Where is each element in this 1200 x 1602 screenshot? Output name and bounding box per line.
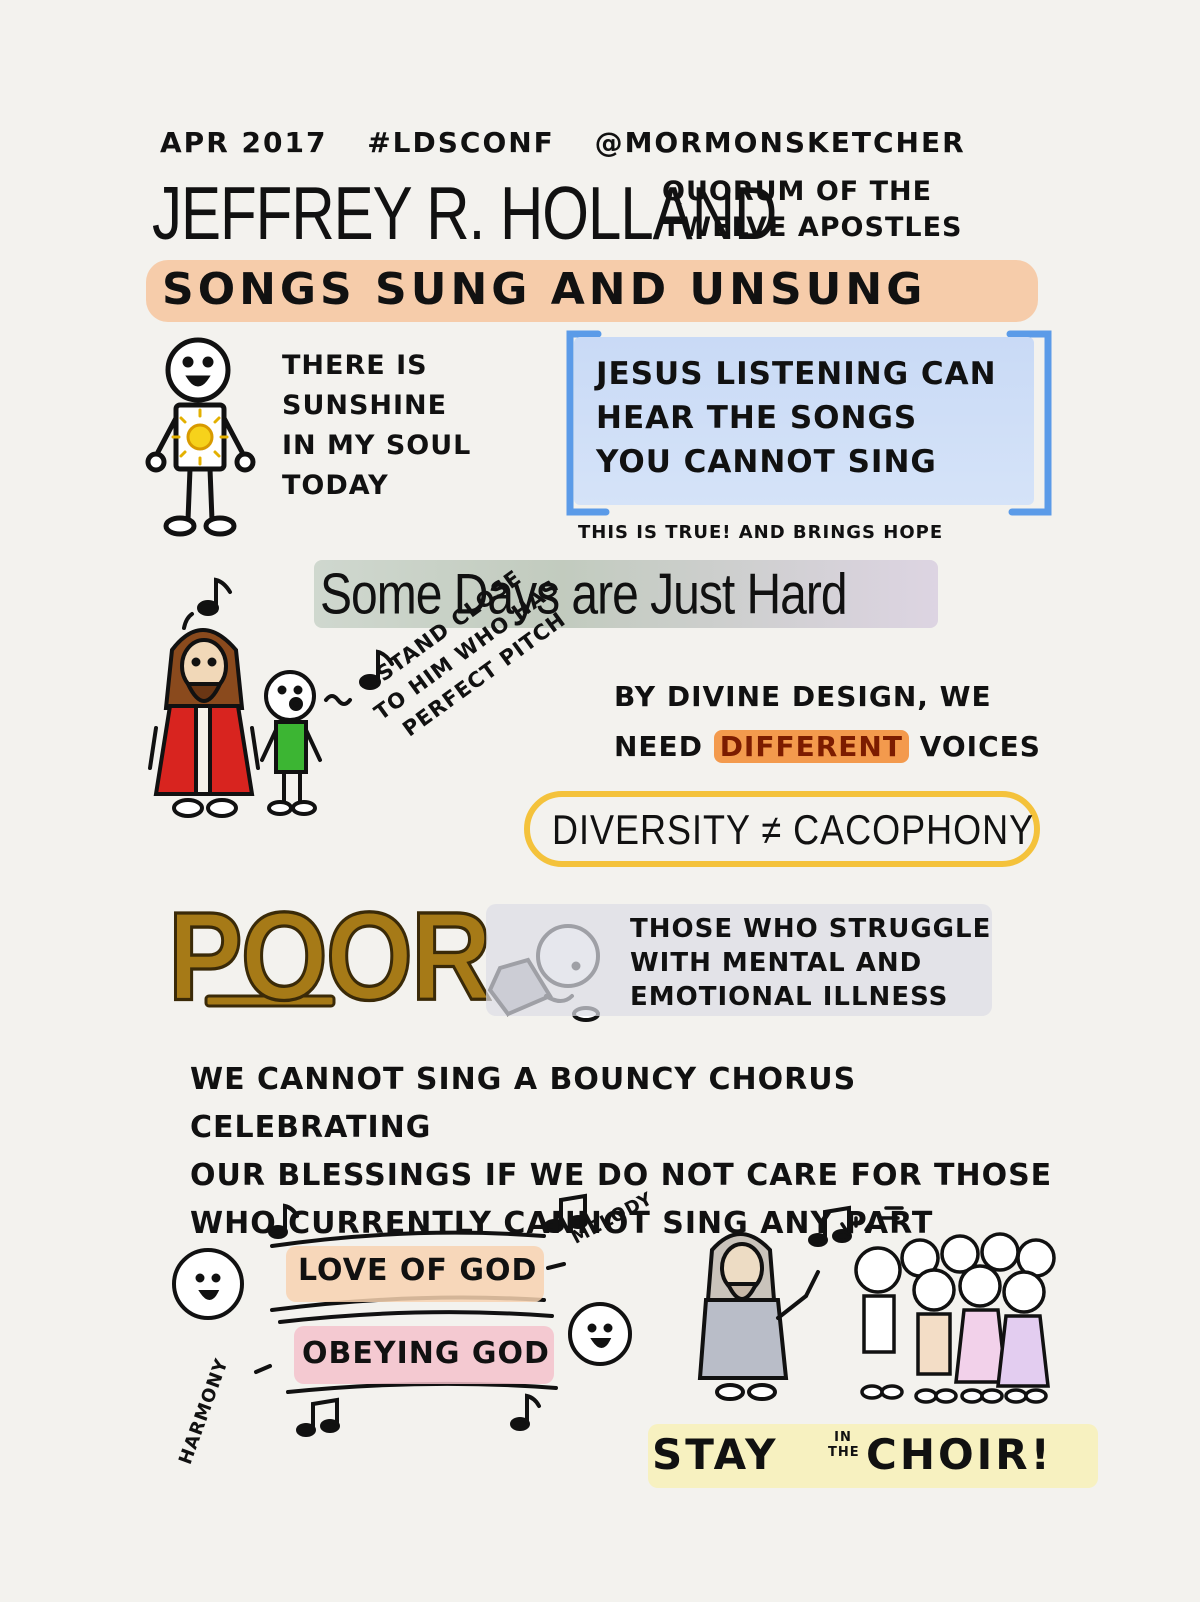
sun-icon bbox=[171, 408, 229, 466]
sunshine-line2: SUNSHINE bbox=[282, 390, 448, 421]
poor-heading: POOR bbox=[167, 885, 494, 1028]
diversity-text: DIVERSITY ≠ CACOPHONY bbox=[552, 806, 1035, 854]
speaker-role-line2: TWELVE APOSTLES bbox=[662, 212, 963, 243]
love-of-god-label: LOVE OF GOD bbox=[298, 1253, 538, 1288]
quote-line2: HEAR THE SONGS bbox=[596, 400, 918, 436]
choir-group-icon bbox=[840, 1206, 1056, 1404]
quote-text: JESUS LISTENING CAN HEAR THE SONGS YOU C… bbox=[596, 352, 1026, 484]
diversity-box bbox=[524, 791, 1040, 867]
struggle-text: THOSE WHO STRUGGLE WITH MENTAL AND EMOTI… bbox=[630, 912, 1010, 1014]
singing-child-icon bbox=[260, 670, 352, 816]
header-handle: @MORMONSKETCHER bbox=[594, 126, 966, 159]
chorus-line2: OUR BLESSINGS IF WE DO NOT CARE FOR THOS… bbox=[190, 1158, 1053, 1193]
quote-box bbox=[574, 337, 1034, 505]
quote-line1: JESUS LISTENING CAN bbox=[596, 356, 997, 392]
talk-title: SONGS SUNG AND UNSUNG bbox=[162, 264, 927, 315]
music-note-icon bbox=[182, 577, 852, 1437]
jesus-figure-icon bbox=[148, 628, 260, 818]
chorus-line1: WE CANNOT SING A BOUNCY CHORUS CELEBRATI… bbox=[190, 1062, 857, 1145]
voices-word: VOICES bbox=[919, 730, 1041, 763]
choir-in-the: IN THE bbox=[828, 1430, 860, 1460]
choir-in-word: IN bbox=[834, 1430, 852, 1445]
struggle-line3: EMOTIONAL ILLNESS bbox=[630, 982, 949, 1012]
speaker-role-line1: QUORUM OF THE bbox=[662, 176, 933, 207]
divine-design-line2: NEED DIFFERENT VOICES bbox=[614, 722, 1054, 772]
obeying-god-highlight bbox=[294, 1326, 554, 1384]
struggle-highlight bbox=[486, 904, 992, 1016]
choir-stay-word: STAY bbox=[652, 1430, 779, 1479]
divine-design-line1: BY DIVINE DESIGN, WE bbox=[614, 680, 992, 713]
speaker-role: QUORUM OF THE TWELVE APOSTLES bbox=[662, 174, 1022, 246]
chorus-text: WE CANNOT SING A BOUNCY CHORUS CELEBRATI… bbox=[190, 1056, 1090, 1248]
header-line: APR 2017 #LDSCONF @MORMONSKETCHER bbox=[160, 126, 1040, 159]
poor-underline bbox=[204, 994, 336, 1008]
smiling-figure-icon bbox=[172, 1230, 632, 1394]
speaker-name: JEFFREY R. HOLLAND bbox=[152, 171, 777, 255]
quote-line3: YOU CANNOT SING bbox=[596, 444, 937, 480]
divine-design-text: BY DIVINE DESIGN, WE NEED DIFFERENT VOIC… bbox=[614, 672, 1054, 772]
hard-days-heading: Some Days are Just Hard bbox=[320, 563, 848, 627]
sunshine-line3: IN MY SOUL bbox=[282, 430, 472, 461]
talk-title-highlight bbox=[146, 260, 1038, 322]
hard-days-highlight bbox=[314, 560, 938, 628]
need-word: NEED bbox=[614, 730, 703, 763]
conductor-figure-icon bbox=[697, 1232, 820, 1401]
different-word: DIFFERENT bbox=[713, 730, 909, 763]
obeying-god-label: OBEYING GOD bbox=[302, 1336, 550, 1371]
choir-word: CHOIR! bbox=[866, 1430, 1053, 1479]
sunshine-line4: TODAY bbox=[282, 470, 389, 501]
sunshine-line1: THERE IS bbox=[282, 350, 428, 381]
chorus-line3: WHO CURRENTLY CANNOT SING ANY PART bbox=[190, 1206, 934, 1241]
struggle-line1: THOSE WHO STRUGGLE bbox=[630, 914, 992, 944]
header-date: APR 2017 bbox=[160, 126, 328, 159]
love-of-god-highlight bbox=[286, 1246, 544, 1302]
quote-note: THIS IS TRUE! AND BRINGS HOPE bbox=[578, 522, 944, 543]
sunshine-text: THERE IS SUNSHINE IN MY SOUL TODAY bbox=[282, 346, 512, 506]
header-hashtag: #LDSCONF bbox=[367, 126, 555, 159]
choir-highlight bbox=[648, 1424, 1098, 1488]
struggle-line2: WITH MENTAL AND bbox=[630, 948, 923, 978]
quote-bracket-icon bbox=[566, 330, 1052, 516]
choir-the-word: THE bbox=[828, 1445, 860, 1460]
